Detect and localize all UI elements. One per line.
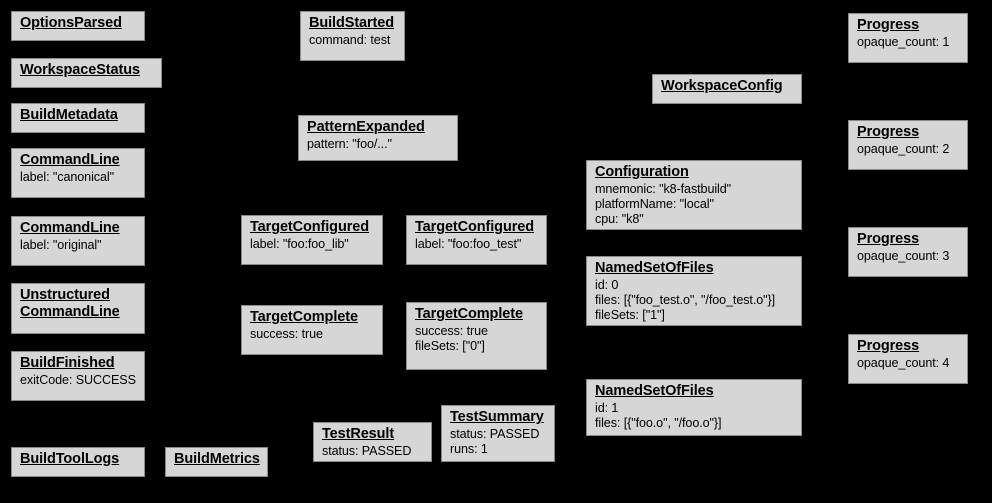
node-field: files: [{"foo.o", "/foo.o"}]: [595, 415, 722, 430]
node-title: TargetConfigured: [250, 219, 369, 235]
node-title: OptionsParsed: [20, 15, 122, 31]
node-field: status: PASSED: [322, 444, 412, 459]
node-title: CommandLine: [20, 220, 120, 236]
node-title: BuildStarted: [309, 15, 395, 31]
node-field: fileSets: ["0"]: [415, 338, 485, 353]
node-field: command: test: [309, 33, 391, 48]
node-workspace-config[interactable]: WorkspaceConfig: [652, 74, 802, 104]
node-build-metadata[interactable]: BuildMetadata: [11, 103, 145, 133]
node-title: TestResult: [322, 426, 395, 442]
node-title: TestSummary: [450, 409, 544, 425]
node-field: id: 1: [595, 401, 619, 416]
node-workspace-status[interactable]: WorkspaceStatus: [11, 58, 162, 88]
node-options-parsed[interactable]: OptionsParsed: [11, 11, 145, 41]
node-field: fileSets: ["1"]: [595, 307, 665, 322]
node-title: Configuration: [595, 164, 689, 180]
node-configuration[interactable]: Configuration mnemonic: "k8-fastbuild"pla…: [586, 160, 802, 230]
node-build-started[interactable]: BuildStarted command: test: [300, 11, 405, 61]
node-title: TargetConfigured: [415, 219, 534, 235]
node-field: files: [{"foo_test.o", "/foo_test.o"}]: [595, 292, 776, 307]
node-progress-3[interactable]: Progress opaque_count: 3: [848, 227, 968, 277]
node-title: CommandLine: [20, 152, 120, 168]
node-target-complete-lib[interactable]: TargetComplete success: true: [241, 305, 383, 355]
node-title: Progress: [857, 338, 920, 354]
node-command-line-canonical[interactable]: CommandLine label: "canonical": [11, 148, 145, 198]
node-title: BuildMetadata: [20, 107, 118, 123]
node-field: mnemonic: "k8-fastbuild": [595, 182, 732, 197]
node-target-configured-foo-test[interactable]: TargetConfigured label: "foo:foo_test": [406, 215, 547, 265]
node-field: opaque_count: 1: [857, 35, 950, 50]
node-title: WorkspaceStatus: [20, 62, 140, 78]
node-title: Progress: [857, 231, 920, 247]
node-field: platformName: "local": [595, 196, 714, 211]
node-title: Progress: [857, 17, 920, 33]
node-field: label: "foo:foo_lib": [250, 237, 349, 252]
node-pattern-expanded[interactable]: PatternExpanded pattern: "foo/...": [298, 115, 458, 161]
node-title: NamedSetOfFiles: [595, 383, 714, 399]
node-field: label: "original": [20, 238, 102, 253]
node-field: pattern: "foo/...": [307, 137, 392, 152]
node-field: exitCode: SUCCESS: [20, 373, 136, 388]
node-field: id: 0: [595, 278, 619, 293]
node-build-metrics[interactable]: BuildMetrics: [165, 447, 268, 477]
node-title-line: CommandLine: [20, 304, 120, 321]
node-field: label: "canonical": [20, 170, 114, 185]
node-title: TargetComplete: [250, 309, 358, 325]
node-field: opaque_count: 4: [857, 356, 950, 371]
node-test-result[interactable]: TestResult status: PASSED: [313, 422, 432, 462]
node-title: Progress: [857, 124, 920, 140]
node-field: opaque_count: 2: [857, 142, 950, 157]
node-progress-2[interactable]: Progress opaque_count: 2: [848, 120, 968, 170]
node-field: cpu: "k8": [595, 211, 644, 226]
node-progress-4[interactable]: Progress opaque_count: 4: [848, 334, 968, 384]
node-title: TargetComplete: [415, 306, 523, 322]
node-command-line-original[interactable]: CommandLine label: "original": [11, 216, 145, 266]
node-field: success: true: [250, 327, 323, 342]
node-title: BuildToolLogs: [20, 451, 120, 467]
node-title: NamedSetOfFiles: [595, 260, 714, 276]
node-title-line: Unstructured: [20, 287, 110, 303]
node-build-tool-logs[interactable]: BuildToolLogs: [11, 447, 145, 477]
node-title: BuildFinished: [20, 355, 115, 371]
node-title: BuildMetrics: [174, 451, 260, 467]
node-target-configured-foo-lib[interactable]: TargetConfigured label: "foo:foo_lib": [241, 215, 383, 265]
node-field: label: "foo:foo_test": [415, 237, 522, 252]
node-build-finished[interactable]: BuildFinished exitCode: SUCCESS: [11, 351, 145, 401]
node-field: status: PASSED: [450, 427, 540, 442]
node-progress-1[interactable]: Progress opaque_count: 1: [848, 13, 968, 63]
node-title: WorkspaceConfig: [661, 78, 783, 94]
node-title: PatternExpanded: [307, 119, 425, 135]
node-field: success: true: [415, 324, 488, 339]
node-field: opaque_count: 3: [857, 249, 950, 264]
node-field: runs: 1: [450, 441, 488, 456]
